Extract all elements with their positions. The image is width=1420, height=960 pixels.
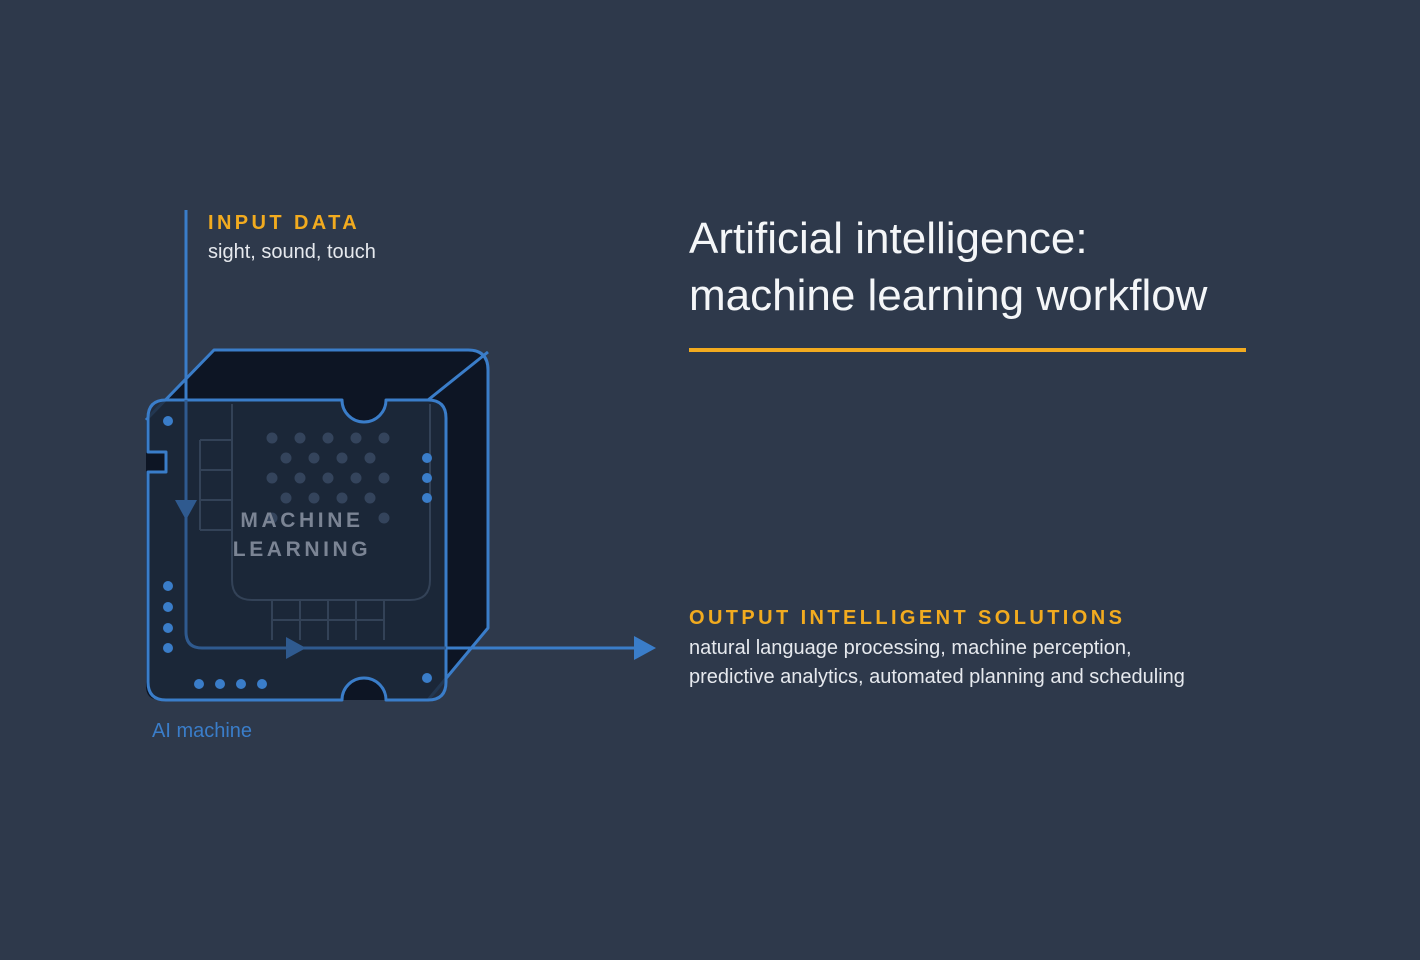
flow-line-inside	[184, 400, 446, 650]
output-description-line-2: predictive analytics, automated planning…	[689, 666, 1185, 688]
chip-label-line2: LEARNING	[232, 538, 372, 561]
flow-arrow-right-icon	[286, 637, 306, 659]
chip-circuit-traces	[199, 404, 431, 640]
output-description-line-1: natural language processing, machine per…	[689, 637, 1132, 659]
chip-pins	[163, 416, 432, 689]
chip-caption: AI machine	[152, 720, 253, 742]
chip-box-edge-top	[427, 350, 489, 402]
title-line-2: machine learning workflow	[689, 271, 1208, 320]
output-arrow-icon	[634, 636, 656, 660]
chip-front-face	[146, 398, 448, 702]
output-heading: OUTPUT INTELLIGENT SOLUTIONS	[689, 607, 1126, 629]
chip-label-line1: MACHINE	[240, 509, 364, 532]
title-underline	[689, 348, 1246, 352]
chip-label: MACHINE LEARNING	[212, 506, 392, 564]
input-heading: INPUT DATA	[208, 212, 361, 234]
chip-dot-matrix	[266, 432, 390, 524]
title-line-1: Artificial intelligence:	[689, 214, 1088, 263]
flow-arrow-down-icon	[175, 500, 197, 520]
input-description: sight, sound, touch	[208, 241, 376, 263]
page-title: Artificial intelligence: machine learnin…	[689, 210, 1329, 324]
